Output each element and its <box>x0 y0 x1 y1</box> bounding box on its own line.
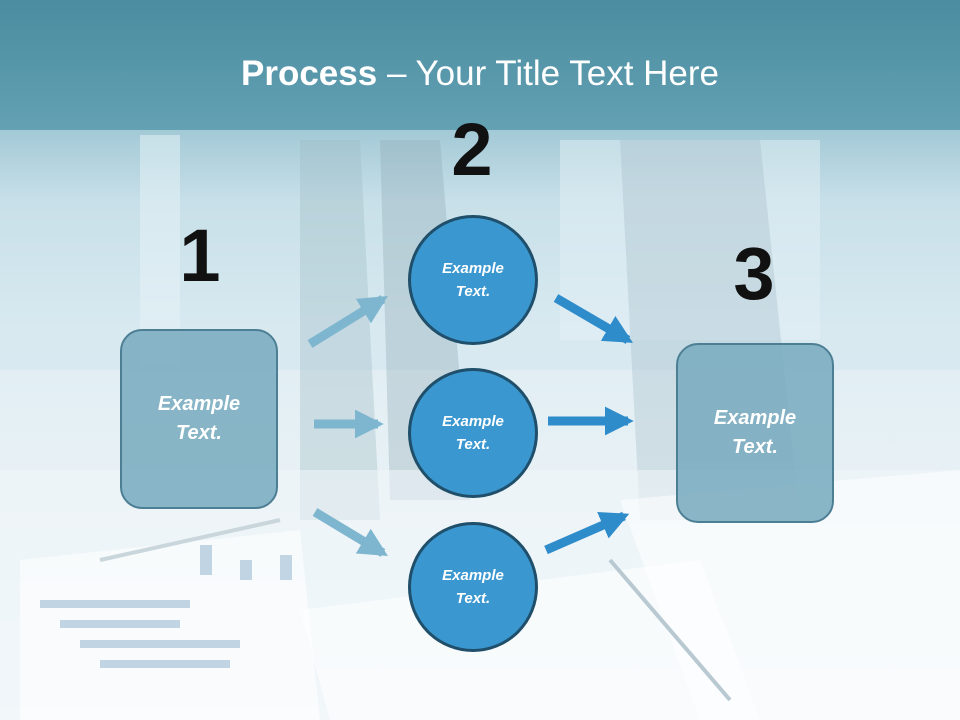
circle-middle-line2: Text. <box>455 436 491 453</box>
slide-title: Process – Your Title Text Here <box>0 52 960 96</box>
box-left-line1: Example <box>157 393 241 415</box>
circle-top-line2: Text. <box>455 283 491 300</box>
process-box-right: Example Text. <box>676 343 834 523</box>
step-number-3: 3 <box>733 232 775 315</box>
process-circle-bottom: Example Text. <box>408 522 538 652</box>
step-number-2: 2 <box>451 108 493 191</box>
circle-bottom-line1: Example <box>442 567 504 584</box>
process-circle-top: Example Text. <box>408 215 538 345</box>
process-box-left: Example Text. <box>120 329 278 509</box>
process-circle-middle: Example Text. <box>408 368 538 498</box>
circle-top-line1: Example <box>442 260 504 277</box>
box-right-line1: Example <box>713 407 797 429</box>
step-number-1: 1 <box>179 214 221 297</box>
box-right-line2: Text. <box>732 436 778 458</box>
box-left-line2: Text. <box>176 422 222 444</box>
title-bold: Process <box>241 54 378 93</box>
title-rest: – Your Title Text Here <box>377 54 719 93</box>
circle-middle-line1: Example <box>442 413 504 430</box>
circle-bottom-line2: Text. <box>455 590 491 607</box>
title-band <box>0 0 960 130</box>
